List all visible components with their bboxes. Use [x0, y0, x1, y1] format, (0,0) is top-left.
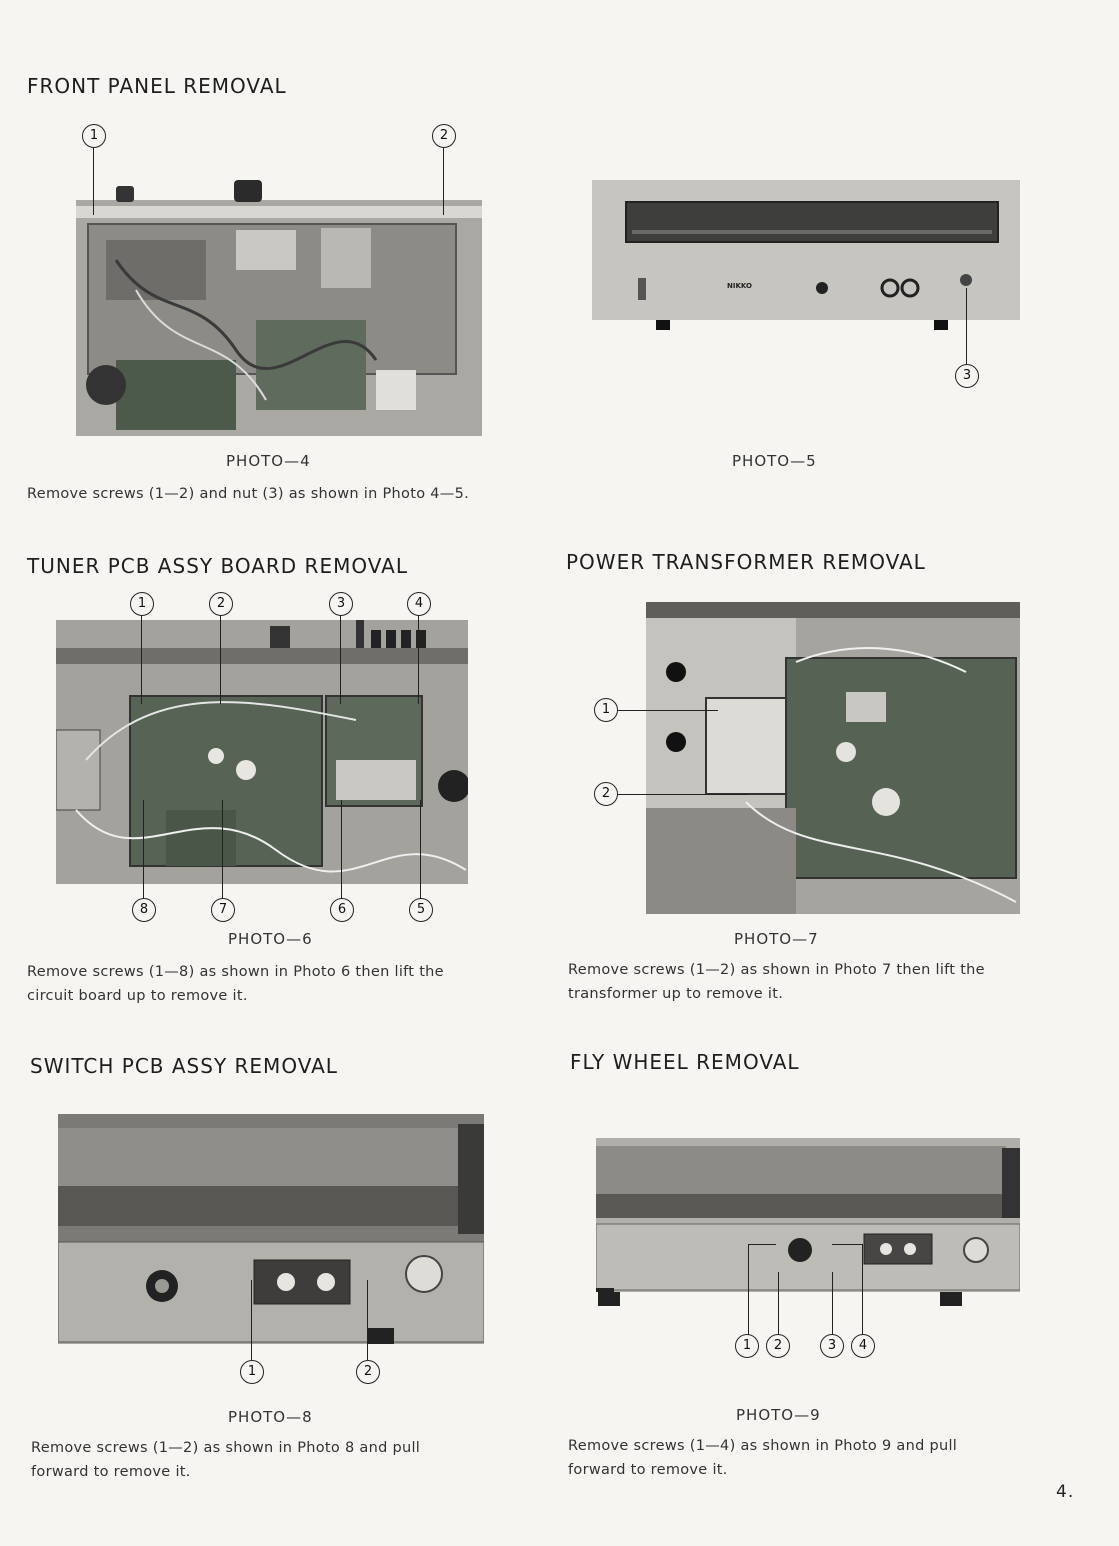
photo-8: [58, 1114, 484, 1344]
knob-graphic: [116, 186, 134, 202]
foot-graphic: [934, 320, 948, 330]
photo-9: [596, 1138, 1020, 1292]
callout-leader-line: [220, 614, 221, 704]
callout-leader-line: [367, 1280, 368, 1360]
knob-graphic: [234, 180, 262, 202]
callout-2: 2: [432, 124, 456, 148]
callout-8: 8: [132, 898, 156, 922]
callout-leader-line: [143, 800, 144, 900]
callout-leader-line: [222, 800, 223, 900]
photo-7: [646, 602, 1020, 914]
foot-graphic: [656, 320, 670, 330]
caption-photo-4: PHOTO—4: [226, 452, 311, 470]
callout-leader-line: [251, 1280, 252, 1360]
instruction-line: Remove screws (1—8) as shown in Photo 6 …: [27, 964, 444, 980]
callout-2: 2: [594, 782, 618, 806]
callout-4: 4: [407, 592, 431, 616]
heading-front-panel-removal: FRONT PANEL REMOVAL: [27, 74, 287, 98]
instruction-line: circuit board up to remove it.: [27, 988, 248, 1004]
photo-5-illustration: [592, 180, 1020, 320]
photo-4-illustration: [76, 200, 482, 436]
callout-leader-line: [618, 794, 748, 795]
instruction-line: transformer up to remove it.: [568, 986, 784, 1002]
callout-leader-line: [832, 1244, 862, 1245]
foot-graphic: [940, 1292, 962, 1306]
callout-2: 2: [766, 1334, 790, 1358]
caption-photo-6: PHOTO—6: [228, 930, 313, 948]
instruction-line: Remove screws (1—4) as shown in Photo 9 …: [568, 1438, 958, 1454]
photo-4: [76, 200, 482, 436]
callout-3: 3: [329, 592, 353, 616]
instruction-line: forward to remove it.: [31, 1464, 191, 1480]
callout-leader-line: [778, 1272, 779, 1336]
foot-graphic: [598, 1292, 620, 1306]
caption-photo-7: PHOTO—7: [734, 930, 819, 948]
brand-label: NIKKO: [727, 282, 752, 290]
callout-leader-line: [966, 288, 967, 364]
callout-leader-line: [862, 1244, 863, 1336]
callout-leader-line: [341, 800, 342, 900]
heading-fly-wheel-removal: FLY WHEEL REMOVAL: [570, 1050, 800, 1074]
heading-tuner-pcb-removal: TUNER PCB ASSY BOARD REMOVAL: [27, 554, 408, 578]
callout-leader-line: [748, 1244, 749, 1336]
callout-1: 1: [130, 592, 154, 616]
callout-leader-line: [418, 614, 419, 704]
callout-2: 2: [356, 1360, 380, 1384]
callout-leader-line: [443, 145, 444, 215]
callout-leader-line: [141, 614, 142, 704]
callout-6: 6: [330, 898, 354, 922]
callout-3: 3: [955, 364, 979, 388]
photo-8-illustration: [58, 1114, 484, 1344]
callout-leader-line: [93, 145, 94, 215]
page-number: 4.: [1056, 1482, 1075, 1502]
photo-9-illustration: [596, 1138, 1020, 1292]
callout-4: 4: [851, 1334, 875, 1358]
callout-1: 1: [82, 124, 106, 148]
caption-photo-8: PHOTO—8: [228, 1408, 313, 1426]
instruction-tuner-pcb: Remove screws (1—8) as shown in Photo 6 …: [27, 960, 444, 1008]
instruction-line: Remove screws (1—2) as shown in Photo 7 …: [568, 962, 985, 978]
callout-2: 2: [209, 592, 233, 616]
callout-leader-line: [832, 1272, 833, 1336]
callout-leader-line: [420, 800, 421, 900]
caption-photo-5: PHOTO—5: [732, 452, 817, 470]
callout-1: 1: [240, 1360, 264, 1384]
callout-5: 5: [409, 898, 433, 922]
instruction-line: Remove screws (1—2) as shown in Photo 8 …: [31, 1440, 421, 1456]
photo-6: [56, 620, 468, 884]
photo-5: [592, 180, 1020, 320]
callout-leader-line: [748, 1244, 776, 1245]
callout-1: 1: [594, 698, 618, 722]
instruction-line: forward to remove it.: [568, 1462, 728, 1478]
heading-power-transformer-removal: POWER TRANSFORMER REMOVAL: [566, 550, 926, 574]
instruction-power-transformer: Remove screws (1—2) as shown in Photo 7 …: [568, 958, 985, 1006]
instruction-front-panel: Remove screws (1—2) and nut (3) as shown…: [27, 486, 470, 502]
instruction-switch-pcb: Remove screws (1—2) as shown in Photo 8 …: [31, 1436, 420, 1484]
callout-7: 7: [211, 898, 235, 922]
callout-1: 1: [735, 1334, 759, 1358]
callout-leader-line: [340, 614, 341, 704]
caption-photo-9: PHOTO—9: [736, 1406, 821, 1424]
photo-6-illustration: [56, 620, 468, 884]
instruction-fly-wheel: Remove screws (1—4) as shown in Photo 9 …: [568, 1434, 957, 1482]
heading-switch-pcb-removal: SWITCH PCB ASSY REMOVAL: [30, 1054, 338, 1078]
callout-3: 3: [820, 1334, 844, 1358]
callout-leader-line: [618, 710, 718, 711]
photo-7-illustration: [646, 602, 1020, 914]
